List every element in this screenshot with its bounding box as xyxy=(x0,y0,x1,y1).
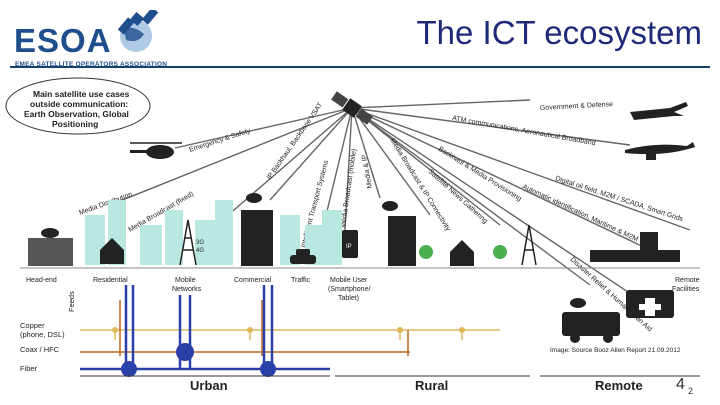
oil-rig-icon xyxy=(590,232,680,262)
page-title: The ICT ecosystem xyxy=(416,14,702,51)
page-subnumber: 2 xyxy=(688,386,694,396)
node-mobile-user-1: Mobile User xyxy=(330,277,368,284)
image-source: Image: Source Booz Allen Report 21.09.20… xyxy=(550,347,681,354)
label-fiber: Fiber xyxy=(20,364,38,373)
callout-line-3: Earth Observation, Global xyxy=(24,109,129,119)
page-number: 4 xyxy=(676,376,685,393)
node-commercial: Commercial xyxy=(234,277,272,284)
label-4g: 4G xyxy=(196,248,204,254)
office-tower xyxy=(388,216,416,266)
zone-urban: Urban xyxy=(190,378,228,393)
label-copper-2: (phone, DSL) xyxy=(20,330,65,339)
label-feeds: Feeds xyxy=(67,291,76,312)
smartphone-icon: IP xyxy=(342,230,358,258)
logo-wordmark: ESOA xyxy=(14,22,112,59)
logo-subtitle: EMEA SATELLITE OPERATORS ASSOCIATION xyxy=(15,61,168,68)
node-remote-1: Remote xyxy=(675,277,700,284)
callout-line-1: Main satellite use cases xyxy=(33,89,130,99)
esoa-logo: ESOA EMEA SATELLITE OPERATORS ASSOCIATIO… xyxy=(14,10,194,68)
ambulance-icon xyxy=(626,290,674,318)
fiber-network xyxy=(80,285,330,371)
node-mobile-2: Networks xyxy=(172,286,202,293)
headend-building xyxy=(28,238,73,266)
beam-label-media-broadcast-mobile: Media Broadcast (mobile) xyxy=(340,148,358,228)
label-copper-1: Copper xyxy=(20,321,45,330)
node-residential: Residential xyxy=(93,277,128,284)
rural-cell-tower-icon xyxy=(521,224,537,266)
car-icon xyxy=(290,249,316,264)
beam-label-digital-oil: Digital oil field, M2M / SCADA, Smart Gr… xyxy=(554,175,684,223)
zone-rural: Rural xyxy=(415,378,448,393)
zone-remote: Remote xyxy=(595,378,643,393)
beam-label-government: Government & Defense xyxy=(540,101,614,112)
coax-network xyxy=(80,300,410,356)
satellite-logo-icon xyxy=(117,10,159,52)
beam-label-ip-backhaul: IP Backhaul, Backbone VSAT xyxy=(266,101,325,181)
dish-icons xyxy=(41,193,586,308)
cell-tower-icon xyxy=(179,219,197,266)
title-divider xyxy=(10,66,710,68)
label-3g: 3G xyxy=(196,240,204,246)
node-headend: Head-end xyxy=(26,277,57,284)
rural-house-icon xyxy=(450,240,474,266)
copper-network xyxy=(80,329,500,340)
copper-nodes xyxy=(112,327,465,333)
beam-label-emergency: Emergency & Safety xyxy=(188,127,251,154)
node-traffic: Traffic xyxy=(291,277,311,284)
node-remote-2: Facilities xyxy=(672,286,700,293)
node-mobile-1: Mobile xyxy=(175,277,196,284)
beam-label-automatic-id: Automatic identification, Maritime & M2M xyxy=(521,183,639,243)
airliner-icon xyxy=(625,142,695,160)
callout-line-2: outside communication: xyxy=(30,99,128,109)
helicopter-icon xyxy=(130,142,182,159)
van-icon xyxy=(562,312,620,343)
label-coax: Coax / HFC xyxy=(20,345,60,354)
fighter-jet-icon xyxy=(630,102,688,120)
commercial-tower xyxy=(241,210,273,266)
callout-line-4: Positioning xyxy=(52,119,98,129)
beam-lines xyxy=(109,99,691,301)
satellite-icon xyxy=(331,91,373,125)
ip-badge: IP xyxy=(346,244,352,250)
fiber-nodes xyxy=(121,343,276,377)
node-mobile-user-2: (Smartphone/ xyxy=(328,286,370,293)
beam-label-atm: ATM communications, Aeronautical Broadba… xyxy=(452,115,597,147)
tree-icons xyxy=(419,245,507,259)
house-icon xyxy=(100,238,124,264)
callout-cloud: Main satellite use cases outside communi… xyxy=(5,77,151,135)
node-mobile-user-3: Tablet) xyxy=(338,295,359,302)
